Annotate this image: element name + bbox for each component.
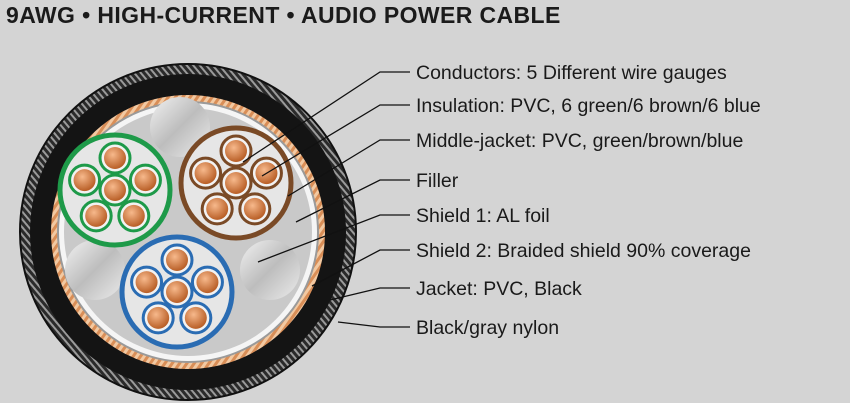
copper-conductor bbox=[166, 281, 188, 303]
blue-conductor-group bbox=[119, 234, 235, 350]
copper-conductor bbox=[194, 162, 217, 185]
label-shield-2: Shield 2: Braided shield 90% coverage bbox=[416, 240, 751, 262]
leader-lines bbox=[242, 71, 410, 328]
label-jacket: Jacket: PVC, Black bbox=[416, 278, 582, 300]
label-conductors: Conductors: 5 Different wire gauges bbox=[416, 62, 727, 84]
filler-rod bbox=[150, 97, 210, 157]
leader-line bbox=[311, 249, 410, 287]
copper-conductor bbox=[135, 271, 158, 294]
copper-conductor bbox=[225, 140, 247, 162]
copper-conductor bbox=[206, 197, 229, 220]
copper-conductor bbox=[184, 306, 207, 329]
copper-conductor bbox=[122, 204, 145, 227]
green-conductor-group bbox=[57, 132, 173, 248]
label-shield-1: Shield 1: AL foil bbox=[416, 205, 550, 227]
diagram-title: 9AWG • HIGH-CURRENT • AUDIO POWER CABLE bbox=[6, 2, 561, 28]
label-nylon: Black/gray nylon bbox=[416, 317, 559, 339]
copper-conductor bbox=[73, 169, 96, 192]
copper-conductor bbox=[243, 197, 266, 220]
copper-conductor bbox=[104, 147, 126, 169]
leader-line bbox=[261, 104, 410, 177]
leader-line bbox=[329, 287, 410, 301]
label-middle-jacket: Middle-jacket: PVC, green/brown/blue bbox=[416, 130, 743, 152]
leader-line bbox=[295, 179, 410, 223]
copper-conductor bbox=[196, 271, 219, 294]
leader-line bbox=[242, 71, 410, 163]
copper-conductor bbox=[134, 169, 157, 192]
cable-cross-section bbox=[19, 63, 357, 401]
leader-line bbox=[337, 321, 410, 328]
leader-line bbox=[257, 214, 410, 263]
label-insulation: Insulation: PVC, 6 green/6 brown/6 blue bbox=[416, 95, 761, 117]
label-list: Conductors: 5 Different wire gaugesInsul… bbox=[416, 62, 761, 339]
label-filler: Filler bbox=[416, 170, 459, 192]
copper-conductor bbox=[166, 249, 188, 271]
copper-conductor bbox=[104, 179, 126, 201]
copper-conductor bbox=[147, 306, 170, 329]
filler-rod bbox=[65, 240, 125, 300]
brown-conductor-group bbox=[178, 125, 294, 241]
filler-rod bbox=[240, 240, 300, 300]
copper-conductor bbox=[85, 204, 108, 227]
copper-conductor bbox=[225, 172, 247, 194]
leader-line bbox=[287, 139, 410, 197]
